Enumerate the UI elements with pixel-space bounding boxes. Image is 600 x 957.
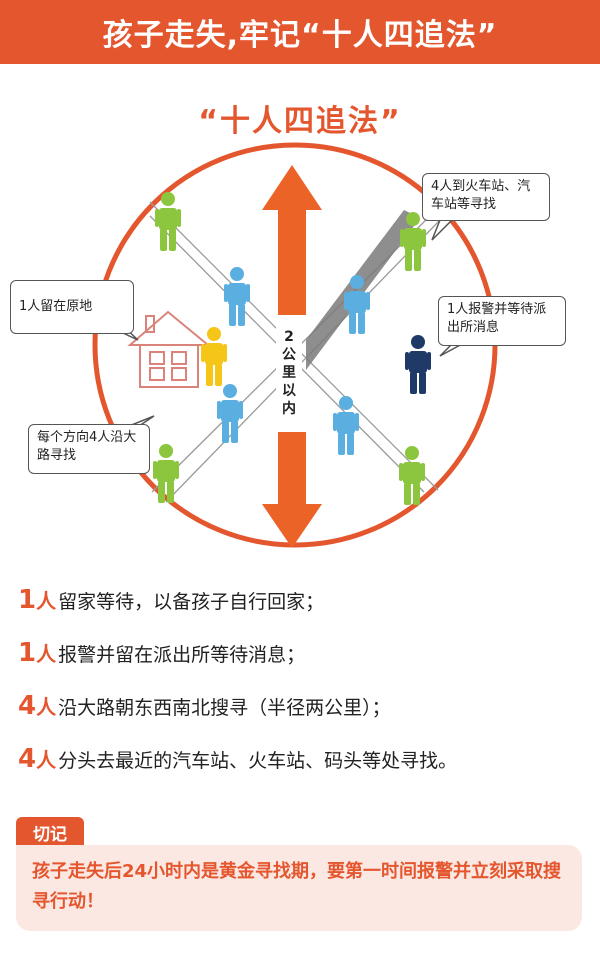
rule-count: 4 xyxy=(18,691,37,721)
diagram-title: “十人四追法” xyxy=(198,104,402,139)
center-label-char: 2 xyxy=(284,329,294,345)
note-box: 孩子走失后24小时内是黄金寻找期，要第一时间报警并立刻采取搜寻行动！ xyxy=(16,845,582,931)
rule-unit: 人 xyxy=(36,748,57,772)
rule-item: 4 人 分头去最近的汽车站、火车站、码头等处寻找。 xyxy=(18,744,588,797)
callout-roads-text: 每个方向4人沿大路寻找 xyxy=(37,430,137,463)
center-label-char: 以 xyxy=(282,383,296,399)
rule-item: 1 人 报警并留在派出所等待消息； xyxy=(18,638,588,691)
center-label-char: 里 xyxy=(282,365,296,381)
rule-unit: 人 xyxy=(36,589,57,613)
rule-text: 分头去最近的汽车站、火车站、码头等处寻找。 xyxy=(58,750,458,772)
callout-roads: 每个方向4人沿大路寻找 xyxy=(28,424,150,474)
rules-list: 1 人 留家等待，以备孩子自行回家； 1 人 报警并留在派出所等待消息； 4 人… xyxy=(18,585,588,797)
center-distance-label: 2 公 里 以 内 xyxy=(276,322,302,424)
callout-home-text: 1人留在原地 xyxy=(19,299,93,314)
rule-item: 1 人 留家等待，以备孩子自行回家； xyxy=(18,585,588,638)
header-title: 孩子走失,牢记“十人四追法” xyxy=(102,18,498,53)
rule-text: 沿大路朝东西南北搜寻（半径两公里）； xyxy=(58,697,391,719)
rule-unit: 人 xyxy=(36,642,57,666)
callout-police: 1人报警并等待派出所消息 xyxy=(438,296,566,346)
home-icon xyxy=(127,310,211,388)
callout-police-text: 1人报警并等待派出所消息 xyxy=(447,302,547,335)
page-header: 孩子走失,牢记“十人四追法” xyxy=(0,0,600,64)
rule-count: 1 xyxy=(18,585,37,615)
callout-station-text: 4人到火车站、汽车站等寻找 xyxy=(431,179,531,212)
rule-item: 4 人 沿大路朝东西南北搜寻（半径两公里）； xyxy=(18,691,588,744)
callout-home: 1人留在原地 xyxy=(10,280,134,334)
rule-text: 报警并留在派出所等待消息； xyxy=(58,644,306,666)
note-tag: 切记 xyxy=(16,817,84,847)
rule-unit: 人 xyxy=(36,695,57,719)
center-label-char: 公 xyxy=(282,347,296,363)
rule-count: 4 xyxy=(18,744,37,774)
callout-station: 4人到火车站、汽车站等寻找 xyxy=(422,173,550,221)
station-beam xyxy=(306,210,420,370)
center-label-char: 内 xyxy=(282,401,296,417)
rule-text: 留家等待，以备孩子自行回家； xyxy=(58,591,325,613)
rule-count: 1 xyxy=(18,638,37,668)
vertical-arrows xyxy=(262,165,322,548)
